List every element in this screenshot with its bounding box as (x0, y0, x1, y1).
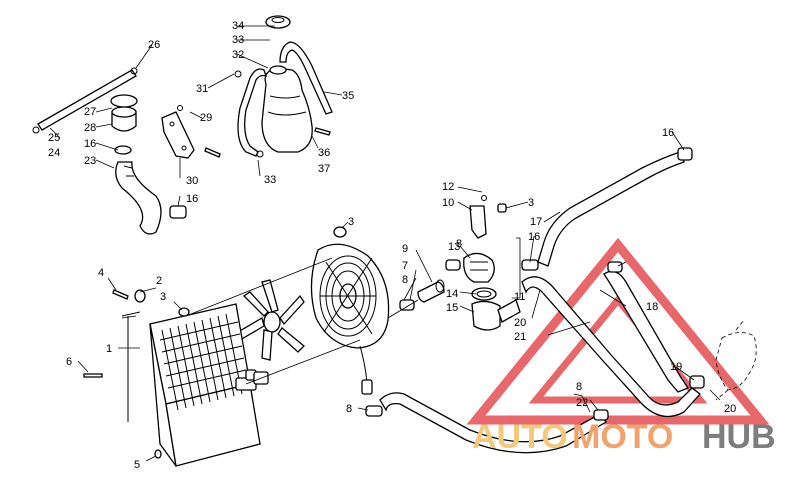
clamp-19 (689, 375, 705, 389)
callout-8: 8 (346, 403, 352, 415)
callout-22: 22 (576, 397, 588, 409)
clamp-16-c (677, 147, 693, 161)
radiator-1 (149, 303, 269, 467)
bushing-3-a (178, 307, 190, 317)
upper-hose-23 (115, 161, 162, 235)
engine-outline-20 (715, 319, 757, 401)
callout-34: 34 (232, 20, 244, 32)
callout-21: 21 (514, 331, 526, 343)
bushing-3-c (497, 203, 507, 213)
radiator-bracket (121, 311, 141, 422)
vent-tube-25 (32, 67, 138, 134)
callout-3: 3 (160, 291, 166, 303)
tank-hose-32 (234, 68, 268, 158)
callout-25: 25 (48, 132, 60, 144)
watermark-hub: HUB (702, 418, 776, 456)
callout-17: 17 (530, 216, 542, 228)
fan-shroud-7 (310, 243, 390, 349)
callout-16: 16 (528, 231, 540, 243)
callout-19: 19 (670, 361, 682, 373)
callout-3: 3 (348, 216, 354, 228)
fan-motor-wire (359, 345, 373, 395)
overflow-hose-35 (279, 41, 333, 115)
callout-16: 16 (84, 138, 96, 150)
bolt-4 (112, 289, 129, 300)
callout-7: 7 (402, 260, 408, 272)
watermark-auto: AUTO (472, 418, 568, 456)
clamp-16-a (114, 145, 132, 155)
callout-30: 30 (186, 175, 198, 187)
clamp-8-d (593, 409, 609, 421)
callout-23: 23 (84, 155, 96, 167)
bracket-30 (161, 111, 195, 159)
callout-37: 37 (318, 163, 330, 175)
callout-13: 13 (448, 241, 460, 253)
callout-11: 11 (514, 291, 525, 303)
callout-4: 4 (98, 267, 104, 279)
callout-8: 8 (456, 238, 462, 250)
callout-9: 9 (402, 243, 408, 255)
callout-20: 20 (514, 317, 526, 329)
callout-8: 8 (402, 274, 408, 286)
callout-16: 16 (186, 193, 198, 205)
bushing-3-b (333, 226, 347, 238)
callout-8: 8 (576, 381, 582, 393)
callout-32: 32 (232, 49, 244, 61)
assembly-lines (121, 257, 419, 385)
callout-20: 20 (724, 403, 736, 415)
callout-36: 36 (318, 147, 330, 159)
callout-14: 14 (446, 288, 458, 300)
callout-6: 6 (66, 356, 72, 368)
callout-3: 3 (528, 197, 534, 209)
callout-26: 26 (148, 39, 160, 51)
callout-15: 15 (446, 302, 458, 314)
thermostat-housing-13 (463, 252, 495, 283)
bolt-6 (83, 373, 103, 378)
bottom-hose-22 (379, 392, 607, 454)
callout-33: 33 (232, 34, 244, 46)
callout-24: 24 (48, 147, 60, 159)
callout-5: 5 (134, 459, 140, 471)
clamp-8-a (399, 299, 415, 311)
clamp-16-b (169, 205, 187, 219)
callout-12: 12 (442, 181, 454, 193)
callout-28: 28 (84, 122, 96, 134)
clamp-8-b (445, 259, 461, 271)
thermostat-14 (471, 287, 497, 301)
grommet-2 (134, 289, 146, 303)
watermark-wordmark: AUTO MOTO HUB (472, 418, 776, 456)
callout-35: 35 (342, 90, 354, 102)
callout-27: 27 (84, 106, 96, 118)
reservoir-tank-37 (261, 65, 313, 153)
clamp-8-c (365, 405, 383, 417)
bracket-10 (469, 195, 487, 239)
radiator-cap-27-28 (110, 94, 138, 132)
callout-1: 1 (106, 343, 112, 355)
callout-18: 18 (646, 301, 658, 313)
leader-lines (49, 25, 721, 462)
thermostat-body-15 (471, 299, 521, 331)
bolt-29 (177, 105, 221, 158)
clamp-16-e (607, 261, 623, 273)
callout-10: 10 (442, 197, 454, 209)
fan-blade (237, 279, 305, 361)
callout-29: 29 (200, 112, 212, 124)
callout-2: 2 (156, 275, 162, 287)
callout-31: 31 (196, 83, 208, 95)
reservoir-cap-34 (265, 15, 291, 29)
lower-hose-18 (521, 270, 701, 418)
callout-16: 16 (662, 127, 674, 139)
watermark-moto: MOTO (572, 418, 673, 456)
upper-hose-17 (537, 151, 685, 267)
callout-labels: 1 2 3 3 3 4 5 6 7 8 8 8 8 9 10 11 12 13 … (48, 20, 736, 471)
drain-5 (154, 449, 162, 459)
callout-33: 33 (264, 174, 276, 186)
coupler-9 (417, 279, 445, 303)
screw-36 (314, 127, 331, 136)
